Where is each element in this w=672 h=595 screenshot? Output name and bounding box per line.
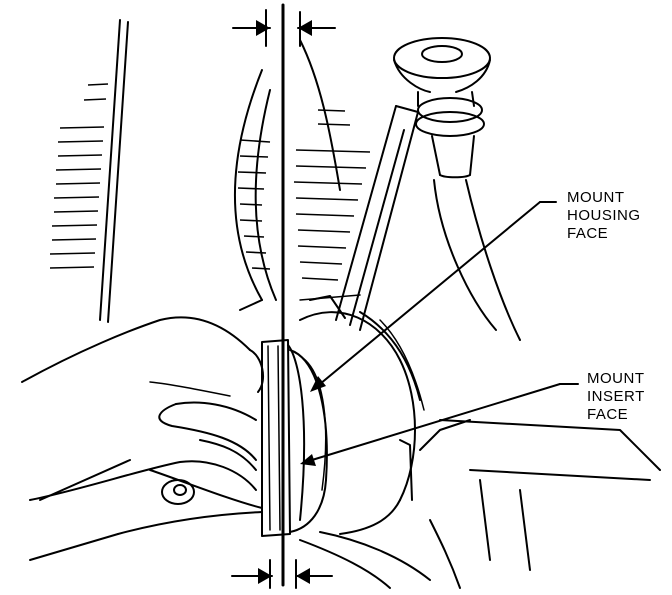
- mount-insert-face-label-line1: MOUNT: [587, 370, 645, 387]
- mount-insert-face-label-line3: FACE: [587, 406, 629, 423]
- mount-housing-face-label-line2: HOUSING: [567, 207, 641, 224]
- lower-frame: [29, 419, 661, 589]
- hand: [21, 316, 265, 501]
- strut-bar: [335, 105, 419, 331]
- frame-structure: [234, 39, 371, 311]
- left-panel-hatching: [49, 83, 109, 269]
- mount-insert-face-label: MOUNT INSERT FACE: [587, 370, 645, 424]
- bottom-dimension-arrows: [231, 559, 333, 589]
- left-panel: [49, 19, 129, 323]
- housing-callout-leader: [310, 201, 557, 392]
- mount-housing: [289, 295, 471, 535]
- mount-insert: [261, 339, 306, 537]
- mount-housing-face-label-line1: MOUNT: [567, 189, 625, 206]
- mount-housing-face-label: MOUNT HOUSING FACE: [567, 189, 641, 243]
- bolt-hole: [161, 479, 195, 505]
- mount-housing-face-label-line3: FACE: [567, 225, 609, 242]
- top-dimension-arrows: [232, 9, 336, 47]
- insert-callout-leader: [300, 383, 579, 466]
- spring-seat: [393, 37, 521, 341]
- frame-hatching: [237, 109, 371, 281]
- mount-insert-face-label-line2: INSERT: [587, 388, 645, 405]
